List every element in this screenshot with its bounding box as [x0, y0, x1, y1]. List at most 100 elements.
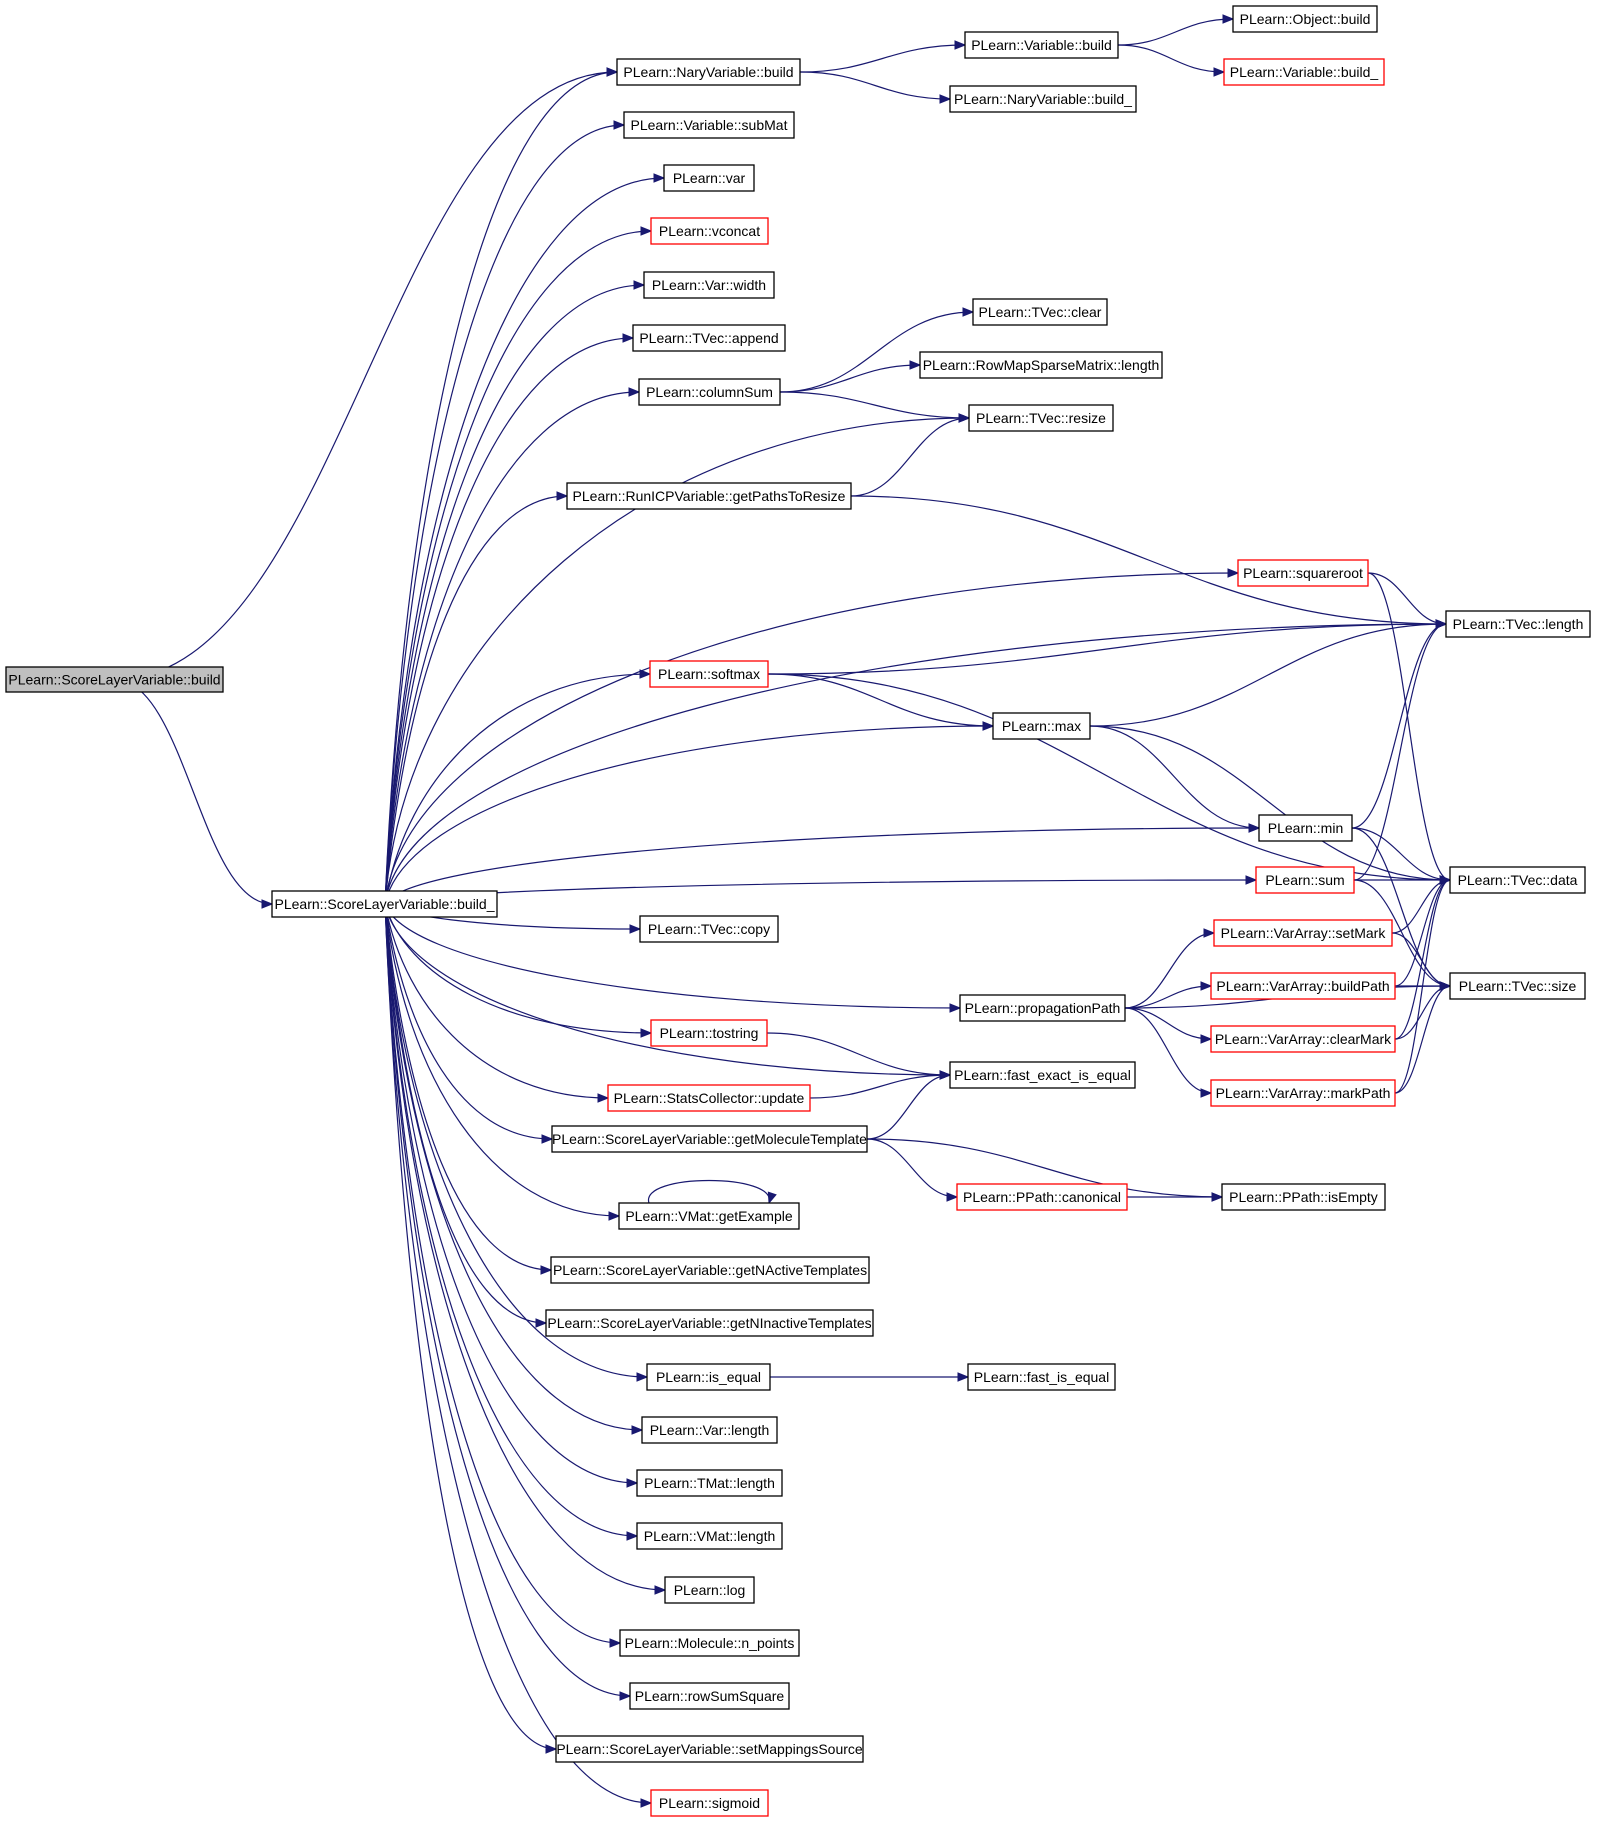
node-stats_update[interactable]: PLearn::StatsCollector::update: [607, 1084, 811, 1112]
edge-softmax-to-tvec_length: [767, 619, 1448, 675]
node-box: [623, 111, 795, 139]
node-label: PLearn::TVec::clear: [979, 304, 1102, 320]
node-runicp[interactable]: PLearn::RunICPVariable::getPathsToResize: [566, 482, 852, 510]
edge-line: [384, 572, 1239, 905]
edge-line: [384, 903, 652, 1804]
node-fast_is_equal[interactable]: PLearn::fast_is_equal: [967, 1363, 1116, 1391]
node-box: [1258, 814, 1353, 842]
edge-root-to-nary_build: [114, 67, 619, 681]
edge-line: [1124, 1007, 1212, 1094]
edge-arrowhead: [1203, 928, 1216, 938]
node-var_build[interactable]: PLearn::Variable::build: [964, 31, 1119, 59]
node-label: PLearn::tostring: [660, 1025, 759, 1041]
edge-line: [384, 903, 609, 1099]
node-var_width[interactable]: PLearn::Var::width: [643, 271, 775, 299]
node-propagation[interactable]: PLearn::propagationPath: [959, 994, 1126, 1022]
edge-line: [799, 71, 951, 100]
edge-build_-to-vmat_getexample: [384, 903, 621, 1221]
node-tvec_length[interactable]: PLearn::TVec::length: [1445, 610, 1591, 638]
edge-arrowhead: [535, 1318, 548, 1328]
node-box: [271, 890, 498, 918]
node-max[interactable]: PLearn::max: [992, 712, 1091, 740]
nodes-layer: PLearn::ScoreLayerVariable::buildPLearn:…: [5, 5, 1591, 1817]
node-box: [650, 1789, 769, 1817]
node-is_equal[interactable]: PLearn::is_equal: [646, 1363, 771, 1391]
node-root[interactable]: PLearn::ScoreLayerVariable::build: [5, 666, 224, 693]
edge-line: [1367, 572, 1447, 625]
node-label: PLearn::ScoreLayerVariable::setMappingsS…: [556, 1741, 863, 1757]
edge-arrowhead: [608, 1211, 621, 1221]
node-label: PLearn::TVec::copy: [648, 921, 770, 937]
edge-arrowhead: [609, 1638, 622, 1648]
node-vmat_length[interactable]: PLearn::VMat::length: [636, 1522, 783, 1550]
node-label: PLearn::vconcat: [659, 223, 760, 239]
node-setmappings[interactable]: PLearn::ScoreLayerVariable::setMappingsS…: [555, 1735, 864, 1763]
node-clearmark[interactable]: PLearn::VarArray::clearMark: [1210, 1025, 1396, 1053]
edge-sum-to-tvec_length: [1353, 619, 1448, 881]
edge-setmark-to-tvec_size: [1391, 932, 1452, 991]
node-tmat_length[interactable]: PLearn::TMat::length: [636, 1469, 783, 1497]
node-fast_exact[interactable]: PLearn::fast_exact_is_equal: [949, 1061, 1136, 1089]
node-tostring[interactable]: PLearn::tostring: [650, 1019, 768, 1047]
node-submat[interactable]: PLearn::Variable::subMat: [623, 111, 795, 139]
node-markpath[interactable]: PLearn::VarArray::markPath: [1210, 1079, 1396, 1107]
node-rowmap_length[interactable]: PLearn::RowMapSparseMatrix::length: [919, 351, 1163, 379]
edge-line: [114, 678, 273, 905]
node-label: PLearn::Molecule::n_points: [625, 1635, 795, 1651]
edge-arrowhead: [640, 1028, 653, 1038]
node-label: PLearn::sigmoid: [659, 1795, 760, 1811]
node-box: [1237, 559, 1369, 587]
node-box: [641, 1416, 778, 1444]
node-log[interactable]: PLearn::log: [664, 1576, 755, 1604]
edge-line: [384, 391, 640, 905]
node-var[interactable]: PLearn::var: [663, 164, 755, 192]
node-nary_build_[interactable]: PLearn::NaryVariable::build_: [949, 85, 1137, 113]
node-ppath_isempty[interactable]: PLearn::PPath::isEmpty: [1221, 1183, 1386, 1211]
node-sigmoid[interactable]: PLearn::sigmoid: [650, 1789, 769, 1817]
node-nary_build[interactable]: PLearn::NaryVariable::build: [616, 58, 801, 86]
node-obj_build[interactable]: PLearn::Object::build: [1232, 5, 1378, 33]
node-label: PLearn::Var::length: [650, 1422, 770, 1438]
node-label: PLearn::RunICPVariable::getPathsToResize: [573, 488, 846, 504]
edge-arrowhead: [949, 1003, 962, 1013]
node-ppath_canonical[interactable]: PLearn::PPath::canonical: [956, 1183, 1128, 1211]
node-tvec_data[interactable]: PLearn::TVec::data: [1449, 866, 1586, 894]
node-getnactive[interactable]: PLearn::ScoreLayerVariable::getNActiveTe…: [550, 1256, 870, 1284]
edge-line: [767, 673, 994, 727]
node-box: [967, 1363, 1116, 1391]
node-tvec_resize[interactable]: PLearn::TVec::resize: [968, 404, 1114, 432]
edge-build_-to-rowsumsquare: [384, 903, 632, 1701]
node-tvec_copy[interactable]: PLearn::TVec::copy: [639, 915, 779, 943]
node-box: [632, 324, 786, 352]
node-tvec_append[interactable]: PLearn::TVec::append: [632, 324, 786, 352]
node-vmat_getexample[interactable]: PLearn::VMat::getExample: [618, 1202, 800, 1230]
node-softmax[interactable]: PLearn::softmax: [649, 660, 769, 688]
edge-arrowhead: [1222, 14, 1235, 24]
node-label: PLearn::var: [673, 170, 746, 186]
edge-ppath_canonical-to-ppath_isempty: [1127, 1192, 1224, 1202]
node-min[interactable]: PLearn::min: [1258, 814, 1353, 842]
node-sum[interactable]: PLearn::sum: [1255, 866, 1355, 894]
node-tvec_clear[interactable]: PLearn::TVec::clear: [972, 298, 1108, 326]
node-box: [959, 994, 1126, 1022]
node-getninactive[interactable]: PLearn::ScoreLayerVariable::getNInactive…: [545, 1309, 874, 1337]
node-setmark[interactable]: PLearn::VarArray::setMark: [1213, 919, 1393, 947]
edge-line: [1353, 879, 1451, 987]
node-var_build_[interactable]: PLearn::Variable::build_: [1223, 58, 1385, 86]
edge-line: [1089, 725, 1451, 881]
node-buildpath[interactable]: PLearn::VarArray::buildPath: [1210, 972, 1396, 1000]
node-n_points[interactable]: PLearn::Molecule::n_points: [619, 1629, 800, 1657]
node-vconcat[interactable]: PLearn::vconcat: [650, 217, 769, 245]
node-tvec_size[interactable]: PLearn::TVec::size: [1449, 972, 1586, 1000]
node-var_length[interactable]: PLearn::Var::length: [641, 1416, 778, 1444]
node-label: PLearn::VarArray::buildPath: [1216, 978, 1389, 994]
node-rowsumsquare[interactable]: PLearn::rowSumSquare: [629, 1682, 790, 1710]
node-squareroot[interactable]: PLearn::squareroot: [1237, 559, 1369, 587]
node-build_[interactable]: PLearn::ScoreLayerVariable::build_: [271, 890, 498, 918]
edge-var_build-to-obj_build: [1117, 14, 1235, 46]
edge-arrowhead: [654, 1585, 667, 1595]
node-columnsum[interactable]: PLearn::columnSum: [638, 378, 781, 406]
node-getmolecule[interactable]: PLearn::ScoreLayerVariable::getMoleculeT…: [551, 1125, 868, 1153]
node-label: PLearn::TVec::data: [1458, 872, 1578, 888]
edge-line: [779, 391, 970, 419]
